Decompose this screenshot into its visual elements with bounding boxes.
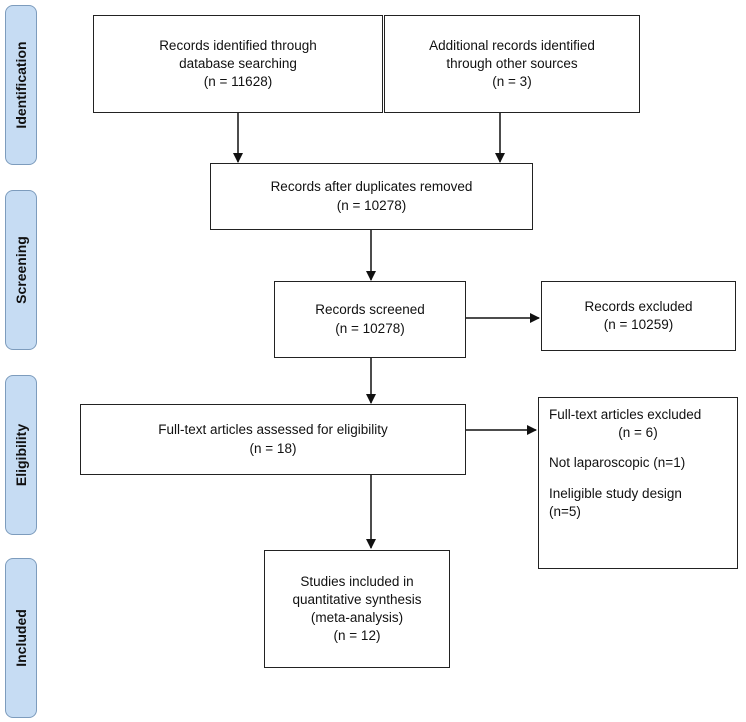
exclusion-reason-study-design: Ineligible study design xyxy=(549,485,682,501)
box-fulltext-excluded: Full-text articles excluded (n = 6) Not … xyxy=(538,397,738,569)
db-search-count: (n = 11628) xyxy=(203,74,273,90)
studies-included-line1: Studies included in xyxy=(300,573,414,589)
records-screened-line1: Records screened xyxy=(315,302,425,318)
stage-eligibility: Eligibility xyxy=(5,375,37,535)
box-db-search: Records identified through database sear… xyxy=(93,15,383,113)
other-sources-line2: through other sources xyxy=(446,55,578,71)
box-fulltext-assessed: Full-text articles assessed for eligibil… xyxy=(80,404,466,475)
stage-screening: Screening xyxy=(5,190,37,350)
fulltext-excluded-count: (n = 6) xyxy=(618,425,658,441)
other-sources-count: (n = 3) xyxy=(492,74,532,90)
fulltext-assessed-count: (n = 18) xyxy=(249,440,297,456)
other-sources-line1: Additional records identified xyxy=(429,37,595,53)
records-excluded-line1: Records excluded xyxy=(584,298,693,314)
db-search-line1: Records identified through xyxy=(159,37,317,53)
duplicates-removed-line1: Records after duplicates removed xyxy=(270,179,473,195)
studies-included-count: (n = 12) xyxy=(333,628,381,644)
box-other-sources: Additional records identified through ot… xyxy=(384,15,640,113)
box-records-screened: Records screened (n = 10278) xyxy=(274,281,466,358)
db-search-line2: database searching xyxy=(179,55,297,71)
duplicates-removed-count: (n = 10278) xyxy=(336,197,407,213)
records-excluded-count: (n = 10259) xyxy=(603,317,674,332)
stage-identification: Identification xyxy=(5,5,37,165)
box-studies-included: Studies included in quantitative synthes… xyxy=(264,550,450,668)
studies-included-line3: (meta-analysis) xyxy=(310,610,404,625)
stage-included: Included xyxy=(5,558,37,718)
exclusion-reason-study-design-count: (n=5) xyxy=(549,503,581,519)
exclusion-reason-not-laparoscopic: Not laparoscopic (n=1) xyxy=(549,455,686,471)
fulltext-excluded-title: Full-text articles excluded xyxy=(549,407,702,422)
fulltext-assessed-line1: Full-text articles assessed for eligibil… xyxy=(158,422,388,438)
box-duplicates-removed: Records after duplicates removed (n = 10… xyxy=(210,163,533,230)
box-records-excluded: Records excluded (n = 10259) xyxy=(541,281,736,351)
records-screened-count: (n = 10278) xyxy=(335,320,405,336)
studies-included-line2: quantitative synthesis xyxy=(292,591,422,607)
